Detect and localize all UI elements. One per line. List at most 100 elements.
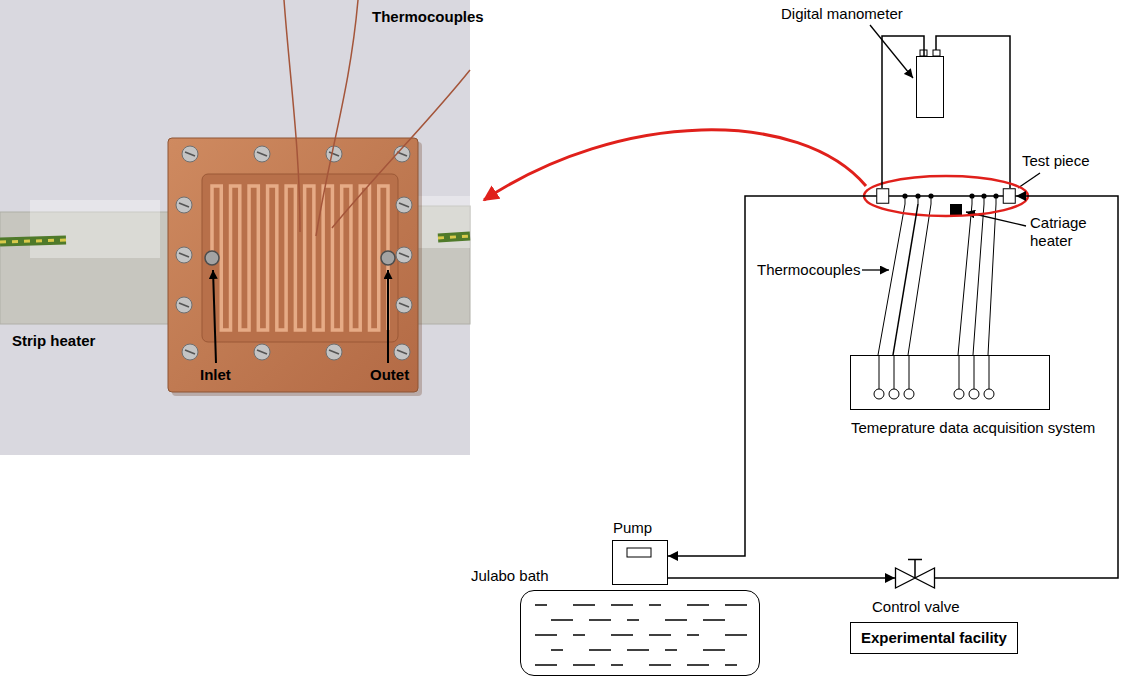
screw bbox=[254, 344, 270, 360]
screw-head bbox=[326, 344, 342, 360]
screw-head bbox=[176, 197, 192, 213]
input-channel bbox=[984, 389, 994, 399]
screw-slot bbox=[179, 303, 189, 307]
screw-head bbox=[254, 344, 270, 360]
valve-stem bbox=[908, 560, 922, 579]
part-label: Catriage heater bbox=[1030, 214, 1110, 250]
thermocouple-lead bbox=[996, 196, 997, 204]
screw-head bbox=[394, 344, 410, 360]
liquid-mark bbox=[703, 649, 725, 651]
cartridge-heater bbox=[950, 204, 962, 215]
screw-head bbox=[396, 247, 412, 263]
liquid-mark bbox=[611, 664, 623, 666]
leader-line bbox=[1018, 173, 1040, 188]
screw-slot bbox=[399, 253, 409, 257]
screw-slot bbox=[257, 152, 267, 156]
flow-line bbox=[668, 196, 876, 556]
input-channel bbox=[969, 389, 979, 399]
photo-label: Inlet bbox=[200, 366, 231, 384]
flow-line bbox=[668, 577, 895, 579]
test-piece: Test piece bbox=[876, 188, 1016, 204]
photo-background bbox=[0, 0, 470, 455]
pump-display bbox=[627, 548, 651, 557]
thermocouple-lead bbox=[972, 196, 973, 204]
leader-arrow bbox=[862, 269, 889, 270]
thermocouple-wire bbox=[959, 356, 960, 389]
screw-slot bbox=[329, 350, 339, 354]
screw bbox=[254, 146, 270, 162]
bath-drawing bbox=[521, 591, 758, 674]
input-channel bbox=[874, 389, 884, 399]
photo-label: Outet bbox=[370, 366, 409, 384]
leader-arrow bbox=[213, 270, 216, 363]
screw bbox=[176, 247, 192, 263]
end-fitting bbox=[1003, 189, 1015, 204]
screw-slot bbox=[185, 350, 195, 354]
liquid-mark bbox=[611, 634, 633, 636]
liquid-mark bbox=[551, 649, 563, 651]
leader-arrow bbox=[387, 270, 389, 363]
heater-cable bbox=[0, 240, 66, 242]
tape bbox=[418, 196, 470, 248]
node-label: Julabo bath bbox=[471, 567, 549, 585]
bath-tank: Julabo bath bbox=[520, 590, 760, 676]
part-label: Thermocouples bbox=[757, 261, 860, 279]
daq-drawing bbox=[851, 356, 1051, 411]
screw bbox=[396, 247, 412, 263]
screw-head bbox=[182, 146, 198, 162]
thermocouple-wire bbox=[958, 204, 972, 355]
input-channel bbox=[904, 389, 914, 399]
thermocouple-wire bbox=[908, 204, 931, 355]
heater-cable bbox=[438, 236, 470, 238]
node-label: Control valve bbox=[872, 598, 960, 616]
liquid-mark bbox=[589, 649, 611, 651]
liquid-mark bbox=[551, 619, 573, 621]
leader-arrow bbox=[870, 25, 913, 78]
screw-head bbox=[396, 297, 412, 313]
pump-drawing bbox=[613, 541, 669, 586]
schematic-layout bbox=[484, 25, 1040, 355]
port-fitting bbox=[205, 251, 219, 265]
valve-symbol bbox=[895, 556, 935, 588]
photo-label: Thermocouples bbox=[372, 8, 484, 26]
screw-head bbox=[176, 297, 192, 313]
liquid-mark bbox=[649, 664, 671, 666]
liquid-mark bbox=[627, 619, 639, 621]
liquid-mark bbox=[589, 619, 611, 621]
screw-slot bbox=[185, 152, 195, 156]
liquid-mark bbox=[687, 604, 709, 606]
photo-label: Strip heater bbox=[12, 332, 95, 350]
screw bbox=[326, 344, 342, 360]
manometer-tube bbox=[936, 36, 1010, 188]
node-label: Test piece bbox=[1022, 152, 1090, 170]
liquid-mark bbox=[687, 634, 699, 636]
liquid-mark bbox=[573, 604, 595, 606]
manometer-device: Digital manometer bbox=[916, 56, 944, 118]
thermocouple-lead bbox=[931, 196, 932, 204]
input-channel bbox=[889, 389, 899, 399]
thermocouple-lead bbox=[984, 196, 985, 204]
liquid-mark bbox=[535, 634, 557, 636]
heater-cable bbox=[438, 236, 470, 238]
screw-slot bbox=[397, 350, 407, 354]
screw bbox=[396, 297, 412, 313]
copper-plate bbox=[168, 138, 418, 392]
caption-box: Experimental facility bbox=[850, 622, 1018, 654]
screw-head bbox=[182, 344, 198, 360]
daq-box: Temeprature data acquisition system bbox=[850, 355, 1050, 410]
liquid-mark bbox=[725, 604, 747, 606]
tape bbox=[30, 200, 160, 258]
plate-details bbox=[176, 146, 412, 360]
node-label: Experimental facility bbox=[861, 629, 1007, 647]
thermocouple-wire bbox=[973, 204, 984, 355]
screw-slot bbox=[257, 350, 267, 354]
node-label: Digital manometer bbox=[781, 5, 903, 23]
input-channel bbox=[954, 389, 964, 399]
liquid-mark bbox=[649, 604, 661, 606]
thermocouple-wire bbox=[909, 356, 910, 389]
liquid-mark bbox=[725, 664, 737, 666]
highlight-ellipse bbox=[864, 176, 1028, 216]
liquid-mark bbox=[725, 634, 747, 636]
liquid-mark bbox=[535, 604, 547, 606]
